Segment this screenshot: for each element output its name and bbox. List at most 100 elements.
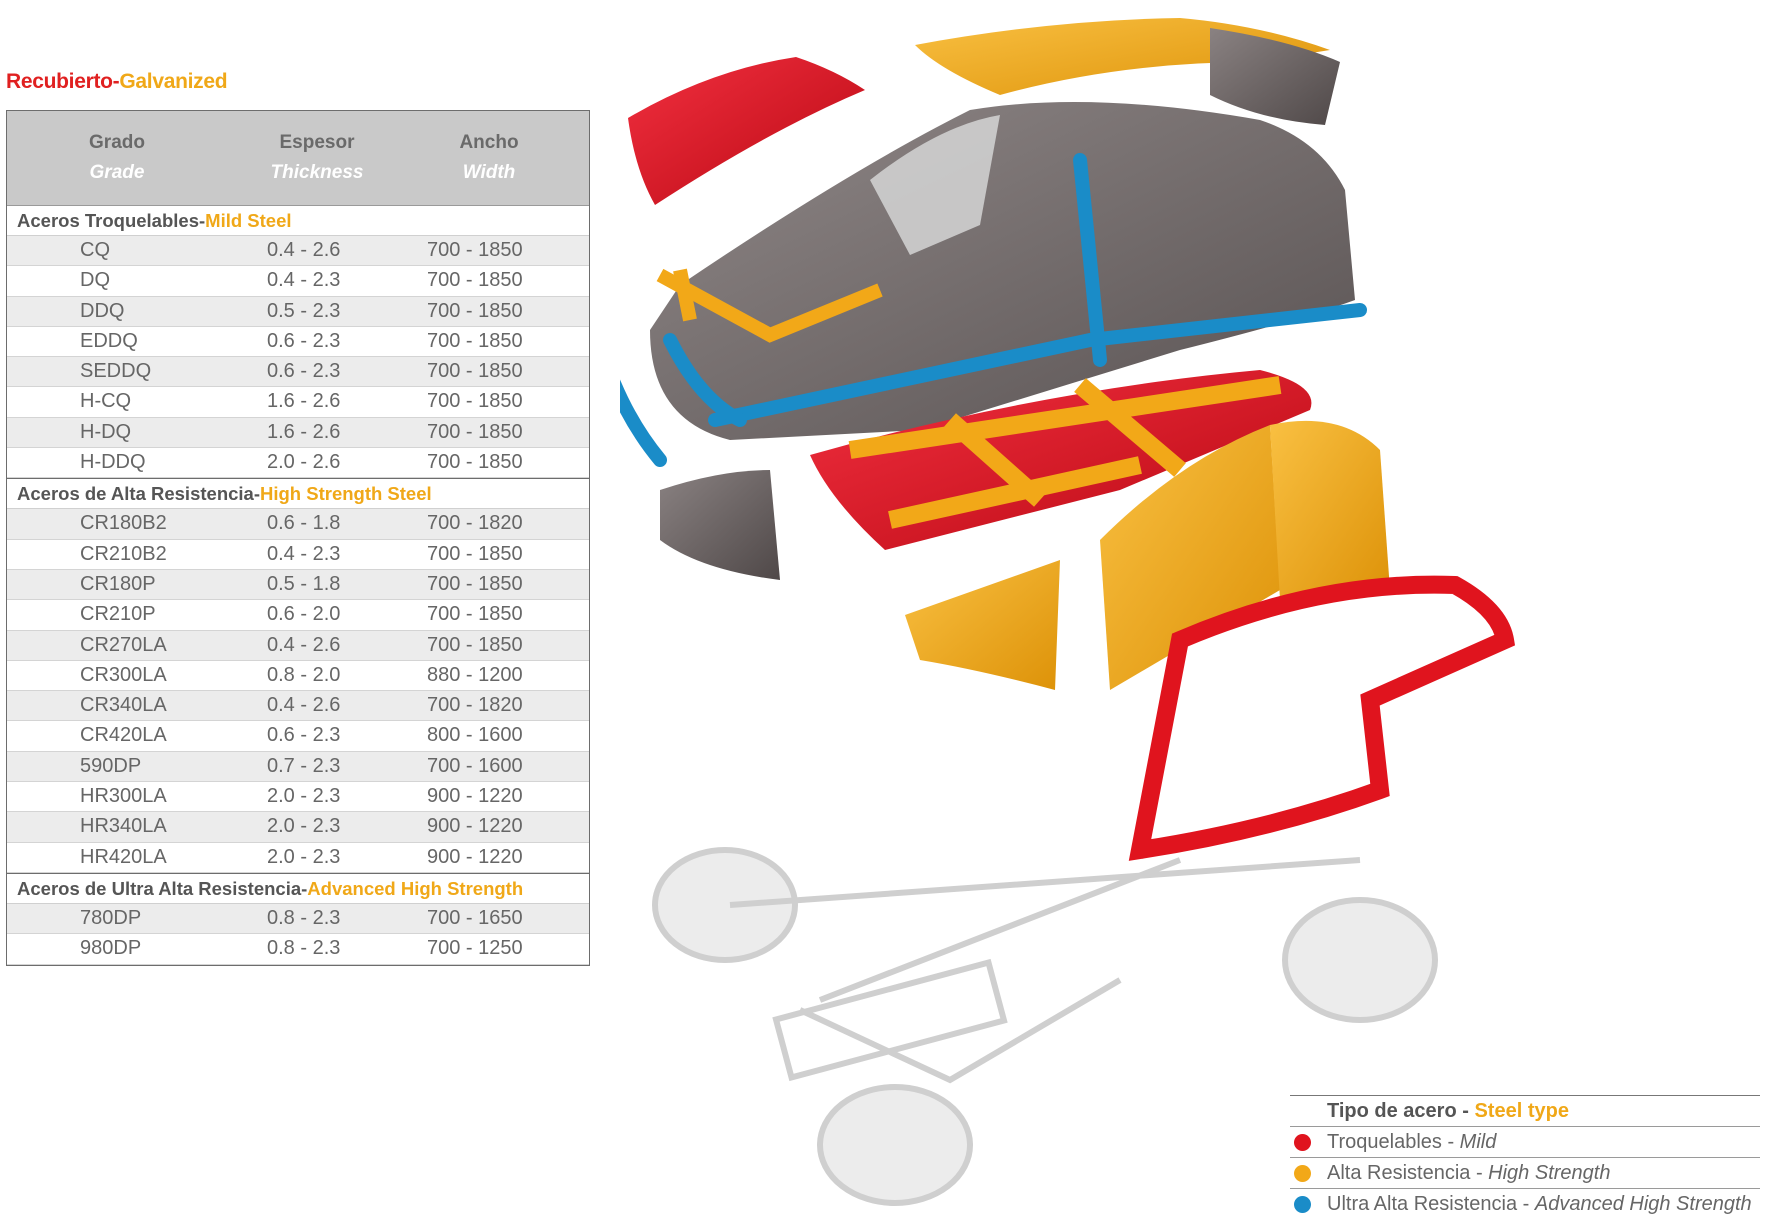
- legend-item-en: Advanced High Strength: [1534, 1193, 1752, 1215]
- header-width-en: Width: [462, 162, 516, 183]
- header-grade: Grado Grade: [37, 128, 197, 188]
- grade-cell: HR340LA: [80, 815, 167, 838]
- grade-cell: H-DDQ: [80, 451, 146, 474]
- rear-door: [1270, 420, 1390, 600]
- width-cell: 700 - 1850: [427, 360, 523, 383]
- front-fender: [905, 560, 1060, 690]
- section-heading-es: Aceros de Ultra Alta Resistencia-: [17, 877, 308, 899]
- width-cell: 700 - 1850: [427, 633, 523, 656]
- thickness-cell: 0.4 - 2.3: [267, 542, 341, 565]
- window-area: [870, 115, 1000, 255]
- front-door: [1100, 425, 1280, 690]
- thickness-cell: 0.8 - 2.3: [267, 906, 341, 929]
- blue-reinforcement-rails: [620, 153, 1367, 467]
- legend-color-dot: [1294, 1196, 1311, 1213]
- thickness-cell: 0.6 - 1.8: [267, 512, 341, 535]
- legend-item: Alta Resistencia - High Strength: [1290, 1157, 1760, 1188]
- legend-item-en: High Strength: [1488, 1162, 1611, 1184]
- grade-cell: CR300LA: [80, 663, 167, 686]
- grade-cell: CR340LA: [80, 694, 167, 717]
- width-cell: 700 - 1650: [427, 906, 523, 929]
- table-row: 980DP 0.8 - 2.3 700 - 1250: [7, 934, 589, 965]
- width-cell: 700 - 1850: [427, 420, 523, 443]
- rear-bumper: [660, 470, 780, 580]
- header-grade-es: Grado: [89, 132, 145, 153]
- width-cell: 700 - 1820: [427, 694, 523, 717]
- grade-cell: EDDQ: [80, 329, 138, 352]
- grade-cell: 590DP: [80, 754, 142, 777]
- thickness-cell: 0.6 - 2.3: [267, 360, 341, 383]
- yellow-front-frame: [656, 268, 883, 343]
- trunk-lid: [1210, 28, 1340, 125]
- legend-item-en: Mild: [1459, 1131, 1497, 1153]
- grade-cell: CR210B2: [80, 542, 167, 565]
- width-cell: 880 - 1200: [427, 663, 523, 686]
- legend-item: Troquelables - Mild: [1290, 1126, 1760, 1157]
- section-heading-es: Aceros Troquelables-: [17, 210, 206, 231]
- width-cell: 700 - 1850: [427, 329, 523, 352]
- thickness-cell: 0.5 - 1.8: [267, 572, 341, 595]
- floor-cross-members: [848, 376, 1282, 529]
- legend-item-es: Troquelables -: [1327, 1131, 1460, 1153]
- page-title: Recubierto-Galvanized: [6, 70, 228, 94]
- grade-cell: DDQ: [80, 299, 125, 322]
- table-section-heading: Aceros Troquelables-Mild Steel: [7, 206, 589, 236]
- thickness-cell: 0.8 - 2.0: [267, 663, 341, 686]
- width-cell: 900 - 1220: [427, 815, 523, 838]
- width-cell: 700 - 1850: [427, 603, 523, 626]
- legend-item: Ultra Alta Resistencia - Advanced High S…: [1290, 1188, 1760, 1219]
- thickness-cell: 0.8 - 2.3: [267, 937, 341, 960]
- thickness-cell: 0.5 - 2.3: [267, 299, 341, 322]
- grade-cell: CQ: [80, 239, 110, 261]
- legend-item-es: Alta Resistencia -: [1327, 1162, 1489, 1184]
- grade-cell: CR180B2: [80, 512, 167, 535]
- table-row: CR340LA 0.4 - 2.6 700 - 1820: [7, 691, 589, 722]
- width-cell: 900 - 1220: [427, 785, 523, 808]
- chassis-frame: [652, 847, 1438, 1206]
- header-width-es: Ancho: [459, 132, 519, 153]
- thickness-cell: 2.0 - 2.3: [267, 785, 341, 808]
- table-section-heading: Aceros de Ultra Alta Resistencia-Advance…: [7, 872, 589, 904]
- grade-cell: 980DP: [80, 937, 142, 960]
- thickness-cell: 1.6 - 2.6: [267, 420, 341, 443]
- header-thickness: Espesor Thickness: [237, 128, 397, 188]
- thickness-cell: 0.4 - 2.3: [267, 269, 341, 292]
- header-width: Ancho Width: [409, 128, 569, 188]
- width-cell: 700 - 1820: [427, 512, 523, 535]
- width-cell: 700 - 1850: [427, 299, 523, 322]
- thickness-cell: 0.4 - 2.6: [267, 633, 341, 656]
- legend-color-dot: [1294, 1134, 1311, 1151]
- thickness-cell: 1.6 - 2.6: [267, 390, 341, 413]
- width-cell: 700 - 1850: [427, 451, 523, 474]
- width-cell: 700 - 1250: [427, 937, 523, 960]
- table-section-heading: Aceros de Alta Resistencia-High Strength…: [7, 478, 589, 510]
- table-row: DDQ 0.5 - 2.3 700 - 1850: [7, 296, 589, 327]
- section-heading-en: High Strength Steel: [260, 483, 432, 505]
- body-shell: [650, 102, 1355, 440]
- width-cell: 700 - 1850: [427, 239, 523, 261]
- thickness-cell: 0.6 - 2.0: [267, 603, 341, 626]
- width-cell: 700 - 1850: [427, 390, 523, 413]
- table-header: Grado Grade Espesor Thickness Ancho Widt…: [7, 111, 589, 206]
- thickness-cell: 0.4 - 2.6: [267, 694, 341, 717]
- grade-cell: CR180P: [80, 572, 156, 595]
- legend-heading: Tipo de acero - Steel type: [1290, 1095, 1760, 1126]
- grade-cell: H-DQ: [80, 420, 132, 443]
